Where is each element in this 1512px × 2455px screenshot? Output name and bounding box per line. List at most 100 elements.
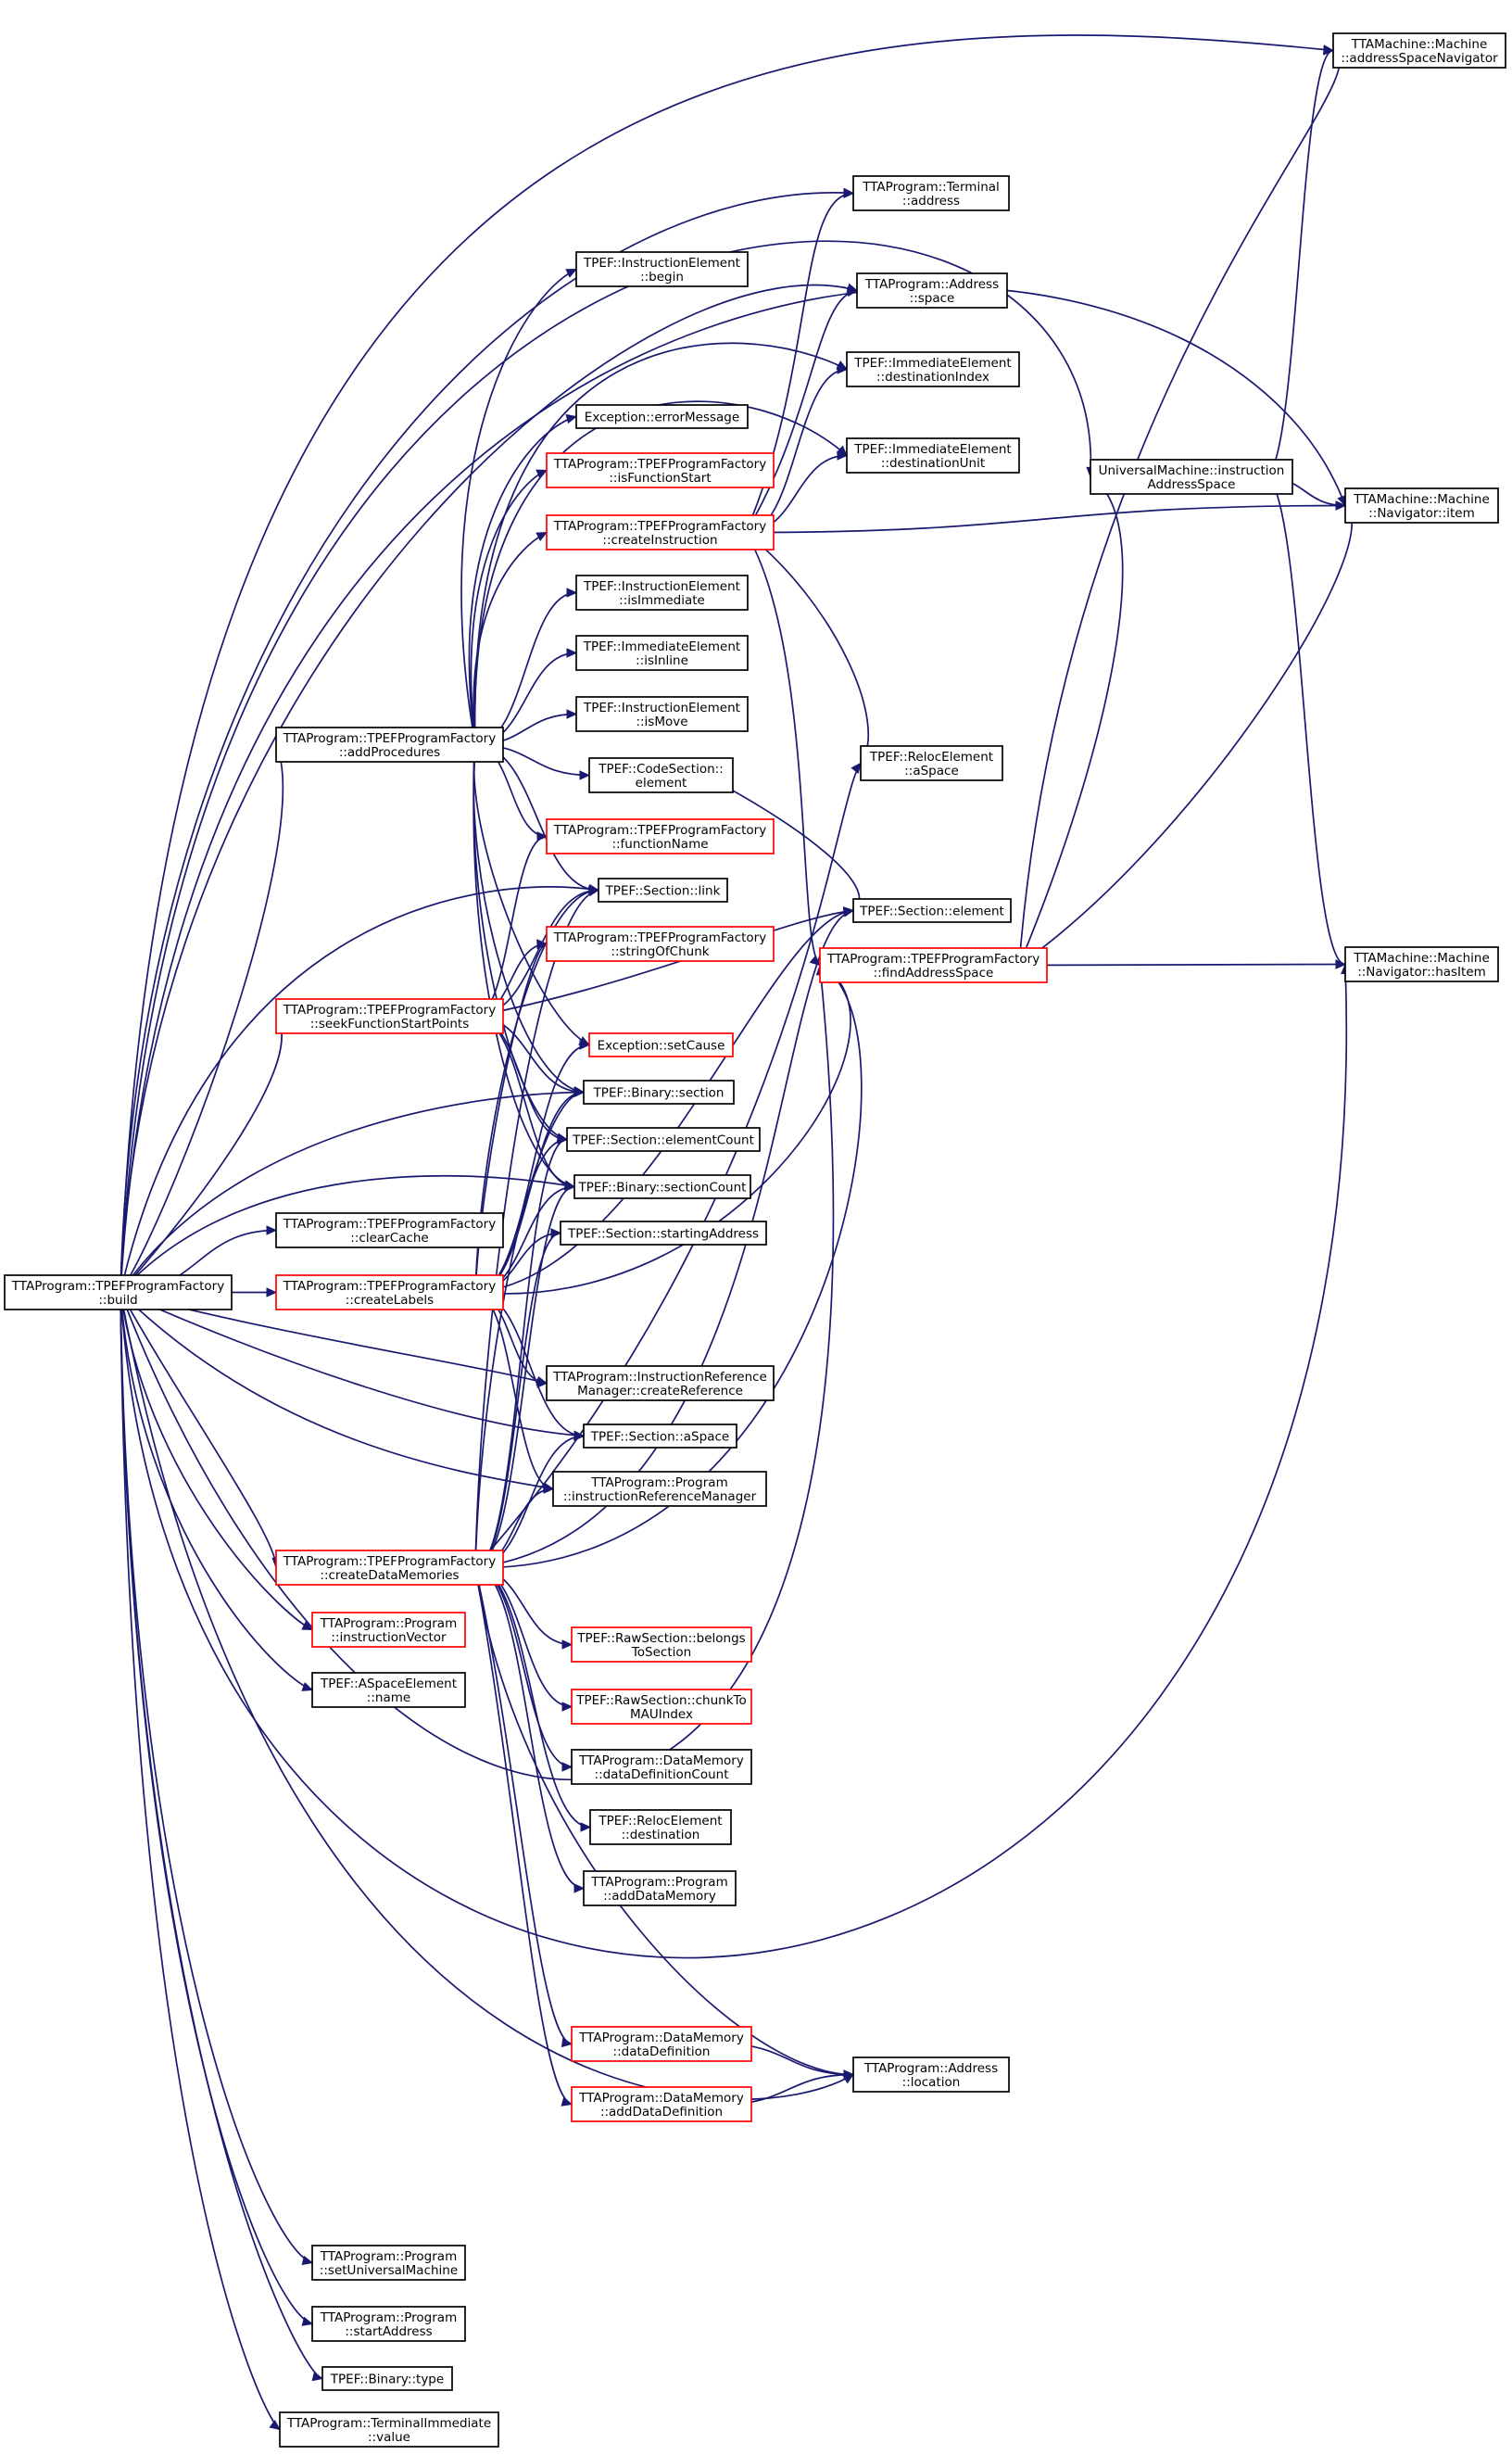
node-label: ::begin <box>640 270 684 285</box>
node-addressSpace[interactable]: TTAProgram::Address::space <box>856 272 1008 309</box>
node-sectionLink[interactable]: TPEF::Section::link <box>598 878 728 903</box>
arrowhead-addProcedures-to-codeSectionElement <box>579 770 591 780</box>
edge-createDataMemories-to-findAddressSpace <box>474 964 863 1569</box>
node-label: Exception::errorMessage <box>585 411 739 425</box>
node-clearCache[interactable]: TTAProgram::TPEFProgramFactory::clearCac… <box>275 1212 504 1248</box>
node-stringOfChunk[interactable]: TTAProgram::TPEFProgramFactory::stringOf… <box>546 926 775 962</box>
node-addressLocation[interactable]: TTAProgram::Address::location <box>852 2056 1010 2093</box>
edge-instructionAddressSpace-to-navigatorHasItem <box>1264 475 1346 966</box>
node-isMove[interactable]: TPEF::InstructionElement::isMove <box>575 696 749 732</box>
node-setCause[interactable]: Exception::setCause <box>588 1032 734 1057</box>
edge-build-to-navigatorHasItem <box>120 964 1348 1959</box>
node-sectionStartingAddress[interactable]: TPEF::Section::startingAddress <box>560 1221 767 1246</box>
edge-createDataMemories-to-binarySection <box>474 1091 585 1568</box>
node-label: TTAProgram::Program <box>590 1475 727 1490</box>
node-createInstruction[interactable]: TTAProgram::TPEFProgramFactory::createIn… <box>546 514 775 550</box>
node-aspaceName[interactable]: TPEF::ASpaceElement::name <box>311 1672 466 1708</box>
node-box <box>571 2086 752 2122</box>
node-label: TPEF::RawSection::chunkTo <box>575 1693 747 1708</box>
node-box <box>852 2056 1010 2093</box>
node-navigatorItem[interactable]: TTAMachine::Machine::Navigator::item <box>1344 487 1499 524</box>
edge-createLabels-to-binarySection <box>474 1091 585 1294</box>
node-startAddress[interactable]: TTAProgram::Program::startAddress <box>311 2306 466 2342</box>
node-relocDestination[interactable]: TPEF::RelocElement::destination <box>589 1809 732 1845</box>
arrowhead-createDataMemories-to-sectionElement <box>842 907 855 917</box>
node-isImmediate[interactable]: TPEF::InstructionElement::isImmediate <box>575 575 749 611</box>
arrowhead-build-to-createLabels <box>266 1287 278 1297</box>
node-box <box>583 1424 737 1449</box>
node-sectionElementCount[interactable]: TPEF::Section::elementCount <box>566 1127 761 1152</box>
edge-build-to-addProcedures <box>120 744 284 1293</box>
node-isInline[interactable]: TPEF::ImmediateElement::isInline <box>575 635 749 671</box>
node-navigatorHasItem[interactable]: TTAMachine::Machine::Navigator::hasItem <box>1344 946 1499 982</box>
node-instructionAddressSpace[interactable]: UniversalMachine::instructionAddressSpac… <box>1090 459 1293 495</box>
node-label: MAUIndex <box>630 1707 693 1722</box>
arrowhead-createDataMemories-to-sectionStartingAddress <box>550 1228 562 1238</box>
node-label: TPEF::Section::aSpace <box>590 1430 729 1445</box>
node-ieBegin[interactable]: TPEF::InstructionElement::begin <box>575 251 749 287</box>
node-box <box>575 575 749 611</box>
node-label: TTAProgram::TPEFProgramFactory <box>553 930 766 945</box>
node-label: TTAProgram::TPEFProgramFactory <box>553 519 766 534</box>
node-label: TTAMachine::Machine <box>1353 951 1490 966</box>
node-box <box>546 1365 775 1401</box>
node-createReference[interactable]: TTAProgram::InstructionReferenceManager:… <box>546 1365 775 1401</box>
node-createLabels[interactable]: TTAProgram::TPEFProgramFactory::createLa… <box>275 1274 504 1310</box>
node-box <box>279 2411 499 2448</box>
node-box <box>560 1221 767 1246</box>
node-addProcedures[interactable]: TTAProgram::TPEFProgramFactory::addProce… <box>275 727 504 763</box>
node-label: ::Navigator::hasItem <box>1357 965 1486 980</box>
node-seekFunctionStartPoints[interactable]: TTAProgram::TPEFProgramFactory::seekFunc… <box>275 998 504 1034</box>
node-binarySectionCount[interactable]: TPEF::Binary::sectionCount <box>573 1174 751 1199</box>
node-instructionReferenceManager[interactable]: TTAProgram::Program::instructionReferenc… <box>552 1471 767 1507</box>
edge-build-to-addressLocation <box>120 1292 854 2100</box>
node-binarySection[interactable]: TPEF::Binary::section <box>583 1080 735 1105</box>
node-label: TPEF::InstructionElement <box>583 701 740 715</box>
node-destinationUnit[interactable]: TPEF::ImmediateElement::destinationUnit <box>846 437 1020 474</box>
node-build[interactable]: TTAProgram::TPEFProgramFactory::build <box>4 1274 233 1310</box>
node-addressSpaceNavigator[interactable]: TTAMachine::Machine::addressSpaceNavigat… <box>1332 32 1506 69</box>
arrowhead-build-to-terminalImmValue <box>269 2419 281 2431</box>
node-relocASpace[interactable]: TPEF::RelocElement::aSpace <box>860 745 1003 781</box>
node-dataDefinition[interactable]: TTAProgram::DataMemory::dataDefinition <box>571 2026 752 2062</box>
node-label: ::findAddressSpace <box>874 966 994 981</box>
edge-build-to-createDataMemories <box>120 1292 277 1568</box>
node-addDataMemory[interactable]: TTAProgram::Program::addDataMemory <box>583 1870 737 1906</box>
node-errorMessage[interactable]: Exception::errorMessage <box>575 404 749 429</box>
edge-build-to-sectionLink <box>120 886 599 1293</box>
node-sectionElement[interactable]: TPEF::Section::element <box>852 898 1012 923</box>
arrowhead-createDataMemories-to-sectionLink <box>587 886 600 897</box>
arrowhead-createDataMemories-to-relocASpace <box>850 762 862 775</box>
node-label: ::addDataMemory <box>603 1889 716 1904</box>
arrowhead-instructionAddressSpace-to-addressSpaceNavigator <box>1323 45 1335 56</box>
node-terminalAddress[interactable]: TTAProgram::Terminal::address <box>852 175 1010 211</box>
node-terminalImmValue[interactable]: TTAProgram::TerminalImmediate::value <box>279 2411 499 2448</box>
node-destinationIndex[interactable]: TPEF::ImmediateElement::destinationIndex <box>846 351 1020 387</box>
arrowhead-createInstruction-to-destinationUnit <box>837 450 849 461</box>
node-box <box>546 514 775 550</box>
node-box <box>573 1174 751 1199</box>
node-box <box>571 2026 752 2062</box>
edge-addProcedures-to-isFunctionStart <box>470 469 548 745</box>
node-box <box>1090 459 1293 495</box>
node-label: ::isMove <box>636 715 687 729</box>
node-setUniversalMachine[interactable]: TTAProgram::Program::setUniversalMachine <box>311 2245 466 2281</box>
node-label: ::createLabels <box>346 1293 434 1308</box>
function-nodes: TTAProgram::TPEFProgramFactory::buildTTA… <box>4 32 1506 2448</box>
node-label: ::space <box>910 291 955 306</box>
node-addDataDefinition[interactable]: TTAProgram::DataMemory::addDataDefinitio… <box>571 2086 752 2122</box>
node-findAddressSpace[interactable]: TTAProgram::TPEFProgramFactory::findAddr… <box>819 947 1048 983</box>
node-functionName[interactable]: TTAProgram::TPEFProgramFactory::function… <box>546 818 775 854</box>
edge-addProcedures-to-createInstruction <box>472 531 548 745</box>
arrowhead-createDataMemories-to-addDataMemory <box>573 1883 586 1893</box>
node-isFunctionStart[interactable]: TTAProgram::TPEFProgramFactory::isFuncti… <box>546 452 775 488</box>
node-sectionASpace[interactable]: TPEF::Section::aSpace <box>583 1424 737 1449</box>
node-binaryType[interactable]: TPEF::Binary::type <box>321 2366 453 2391</box>
node-createDataMemories[interactable]: TTAProgram::TPEFProgramFactory::createDa… <box>275 1550 504 1586</box>
node-box <box>4 1274 233 1310</box>
node-dataDefinitionCount[interactable]: TTAProgram::DataMemory::dataDefinitionCo… <box>571 1749 752 1785</box>
node-instructionVector[interactable]: TTAProgram::Program::instructionVector <box>311 1612 466 1648</box>
node-codeSectionElement[interactable]: TPEF::CodeSection::element <box>588 757 734 793</box>
